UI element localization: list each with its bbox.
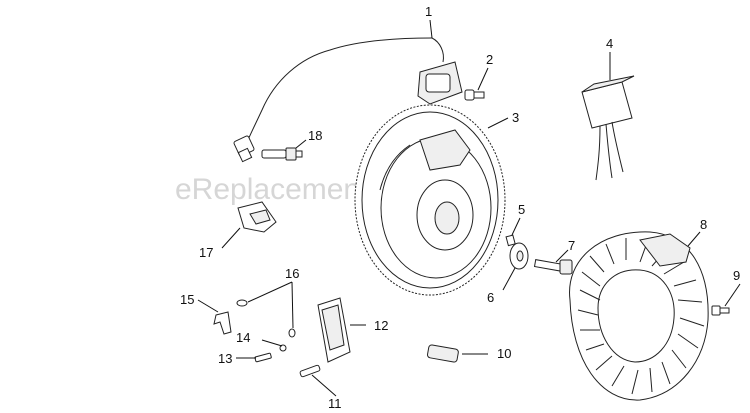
- part-2-bolt: [464, 89, 485, 101]
- callout-15: 15: [180, 292, 194, 307]
- callout-8: 8: [700, 217, 707, 232]
- callout-3: 3: [512, 110, 519, 125]
- callout-13: 13: [218, 351, 232, 366]
- part-17-connector: [237, 201, 277, 233]
- part-14-washer: [279, 344, 287, 352]
- part-1-ignition-coil: [233, 37, 463, 163]
- callout-16: 16: [285, 266, 299, 281]
- part-8-fan: [569, 231, 709, 401]
- callout-11: 11: [328, 396, 342, 411]
- part-6-washer: [509, 242, 529, 270]
- leader-lines: [197, 19, 741, 397]
- part-18-spark-plug: [261, 147, 303, 161]
- callout-numbers: 1 2 3 4 5 6 7 8 9 10 11 12 13 14 15 16 1…: [180, 4, 740, 411]
- callout-14: 14: [236, 330, 250, 345]
- callout-2: 2: [486, 52, 493, 67]
- part-12-bracket: [317, 297, 351, 363]
- callout-17: 17: [199, 245, 213, 260]
- part-16-washers: [236, 299, 296, 338]
- callout-4: 4: [606, 36, 613, 51]
- part-4-module: [581, 75, 635, 181]
- part-7-flywheel-bolt: [533, 259, 573, 275]
- part-15-clip: [213, 311, 232, 335]
- part-13-screw: [254, 352, 272, 363]
- part-10-spacer: [426, 344, 459, 363]
- callout-1: 1: [425, 4, 432, 19]
- callout-12: 12: [374, 318, 388, 333]
- callout-6: 6: [487, 290, 494, 305]
- callout-10: 10: [497, 346, 511, 361]
- callout-18: 18: [308, 128, 322, 143]
- part-11-screw: [299, 364, 321, 378]
- callout-5: 5: [518, 202, 525, 217]
- part-3-flywheel: [354, 104, 506, 296]
- callout-7: 7: [568, 238, 575, 253]
- part-5-key: [505, 234, 516, 247]
- callout-9: 9: [733, 268, 740, 283]
- part-9-screw: [711, 305, 730, 316]
